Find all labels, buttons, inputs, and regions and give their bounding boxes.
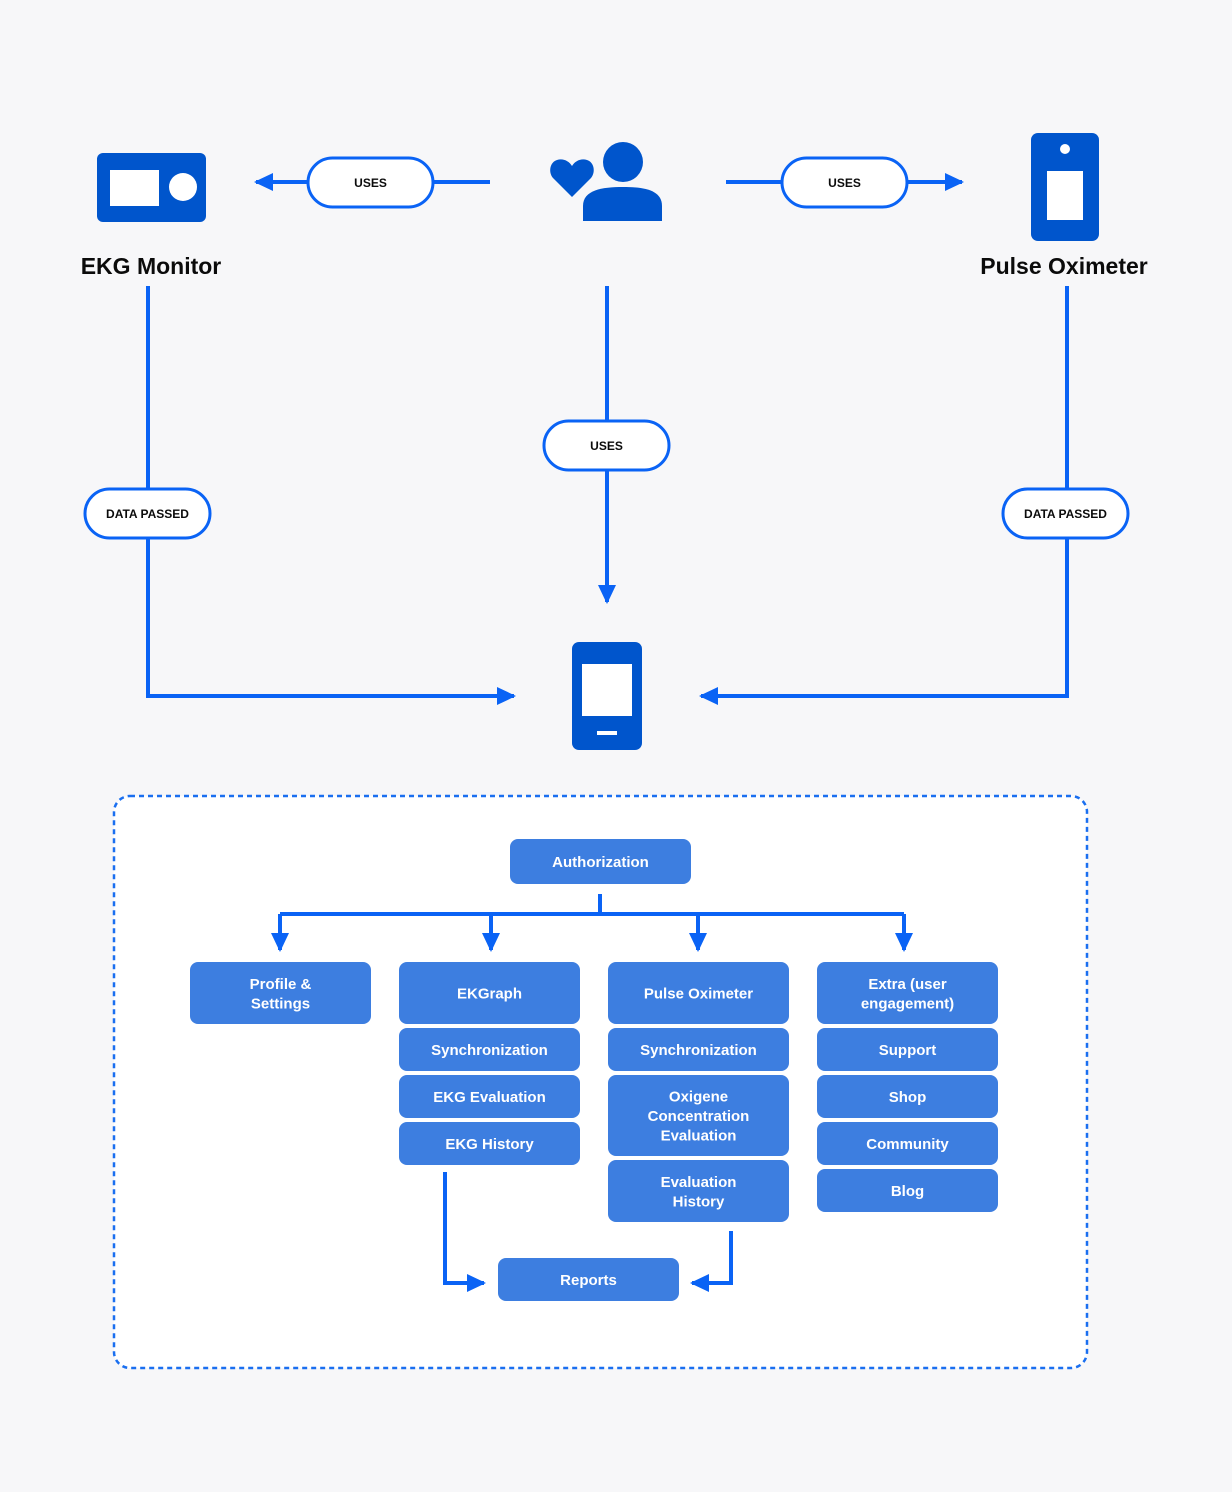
edge-evaluation-history-to-reports <box>690 1231 733 1292</box>
node-blog-text: Blog <box>891 1183 924 1200</box>
user-heart-icon <box>550 142 662 221</box>
node-shop: Shop <box>817 1075 998 1118</box>
pill-data-passed-ekg: DATA PASSED <box>83 487 212 540</box>
node-oxigene-concentration-evaluation-text: Concentration <box>648 1108 750 1125</box>
node-community: Community <box>817 1122 998 1165</box>
edge-pulse-to-phone <box>699 286 1069 705</box>
ekg-monitor-icon <box>97 153 206 222</box>
pill-data-passed-pulse-text: DATA PASSED <box>1024 507 1107 521</box>
edge-ekg-to-phone <box>146 286 516 705</box>
node-authorization-text: Authorization <box>552 854 649 871</box>
node-extra-user-engagement: Extra (user engagement) <box>817 962 998 1024</box>
pill-data-passed-ekg-text: DATA PASSED <box>106 507 189 521</box>
pill-uses-ekg: USES <box>306 156 435 209</box>
node-synchronization-text: Synchronization <box>640 1042 757 1059</box>
node-ekg-evaluation-text: EKG Evaluation <box>433 1089 546 1106</box>
node-ekg-history-text: EKG History <box>445 1136 534 1153</box>
node-synchronization: Synchronization <box>608 1028 789 1071</box>
pill-uses-pulse-text: USES <box>828 176 861 190</box>
node-authorization: Authorization <box>510 839 691 884</box>
node-community-text: Community <box>866 1136 949 1153</box>
node-shop-text: Shop <box>889 1089 927 1106</box>
pill-uses-phone-text: USES <box>590 439 623 453</box>
pill-data-passed-pulse: DATA PASSED <box>1001 487 1130 540</box>
node-ekg-history: EKG History <box>399 1122 580 1165</box>
node-ekgraph-text: EKGraph <box>457 986 522 1003</box>
ekg-monitor-label: EKG Monitor <box>81 253 222 279</box>
node-synchronization-text: Synchronization <box>431 1042 548 1059</box>
node-reports-text: Reports <box>560 1272 617 1289</box>
pill-uses-phone: USES <box>542 419 671 472</box>
pulse-oximeter-icon <box>1031 133 1099 241</box>
node-profile-settings: Profile & Settings <box>190 962 371 1024</box>
node-ekg-evaluation: EKG Evaluation <box>399 1075 580 1118</box>
node-pulse-oximeter-text: Pulse Oximeter <box>644 986 753 1003</box>
node-oxigene-concentration-evaluation-text: Evaluation <box>661 1128 737 1145</box>
app-structure-panel <box>112 794 1089 1370</box>
node-support-text: Support <box>879 1042 937 1059</box>
node-profile-settings-text: Profile & <box>250 976 312 993</box>
edge-ekg-history-to-reports <box>443 1172 486 1292</box>
node-ekgraph: EKGraph <box>399 962 580 1024</box>
pulse-oximeter-label: Pulse Oximeter <box>980 253 1148 279</box>
tree-connectors <box>271 894 913 1292</box>
node-synchronization: Synchronization <box>399 1028 580 1071</box>
node-profile-settings-text: Settings <box>251 995 310 1012</box>
pill-uses-pulse: USES <box>780 156 909 209</box>
node-support: Support <box>817 1028 998 1071</box>
node-pulse-oximeter: Pulse Oximeter <box>608 962 789 1024</box>
node-extra-user-engagement-text: engagement) <box>861 995 954 1012</box>
pill-uses-ekg-text: USES <box>354 176 387 190</box>
node-extra-user-engagement-text: Extra (user <box>868 976 947 993</box>
smartphone-icon <box>572 642 642 750</box>
node-oxigene-concentration-evaluation-text: Oxigene <box>669 1089 728 1106</box>
node-evaluation-history-text: Evaluation <box>661 1174 737 1191</box>
node-blog: Blog <box>817 1169 998 1212</box>
node-reports: Reports <box>498 1258 679 1301</box>
node-evaluation-history-text: History <box>673 1193 725 1210</box>
